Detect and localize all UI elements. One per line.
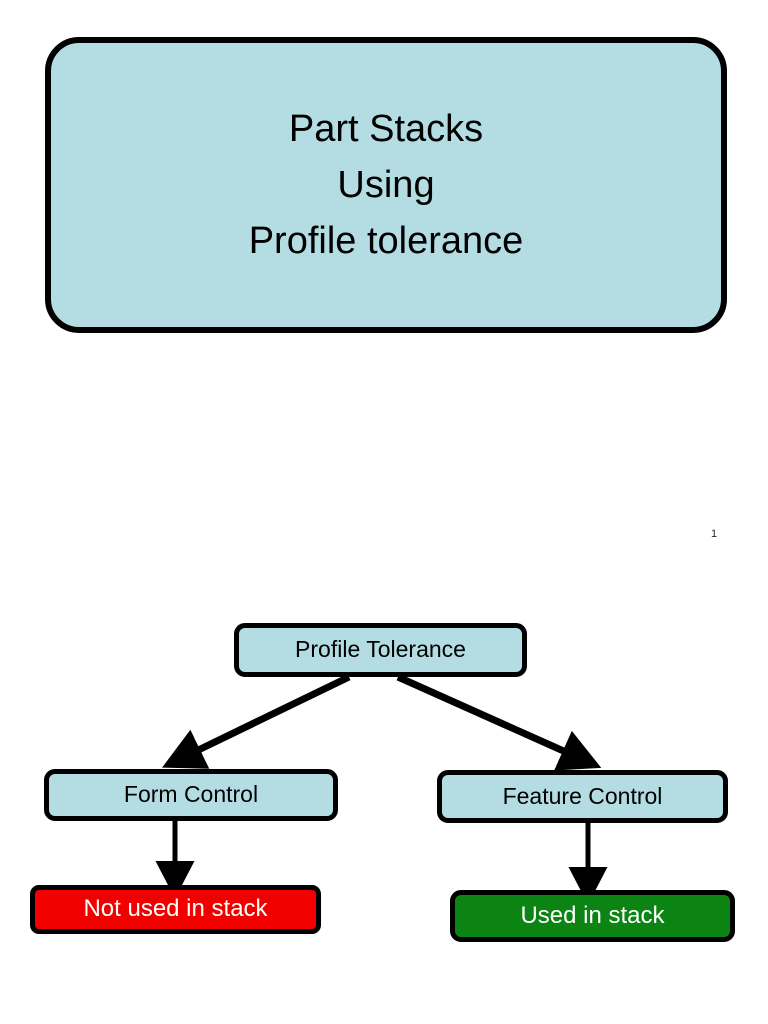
slide-title-card: Part Stacks Using Profile tolerance [45,37,727,333]
flow-node-used-in-stack[interactable]: Used in stack [450,890,735,942]
flow-node-form-control[interactable]: Form Control [44,769,338,821]
flow-node-not-used-in-stack[interactable]: Not used in stack [30,885,321,934]
edge-profile-to-feature [396,673,602,771]
slide-title-text: Part Stacks Using Profile tolerance [248,107,524,263]
edge-profile-to-form [162,673,351,769]
flow-node-profile-tolerance[interactable]: Profile Tolerance [234,623,527,677]
flow-node-feature-control[interactable]: Feature Control [437,770,728,823]
page-number: 1 [711,528,718,540]
